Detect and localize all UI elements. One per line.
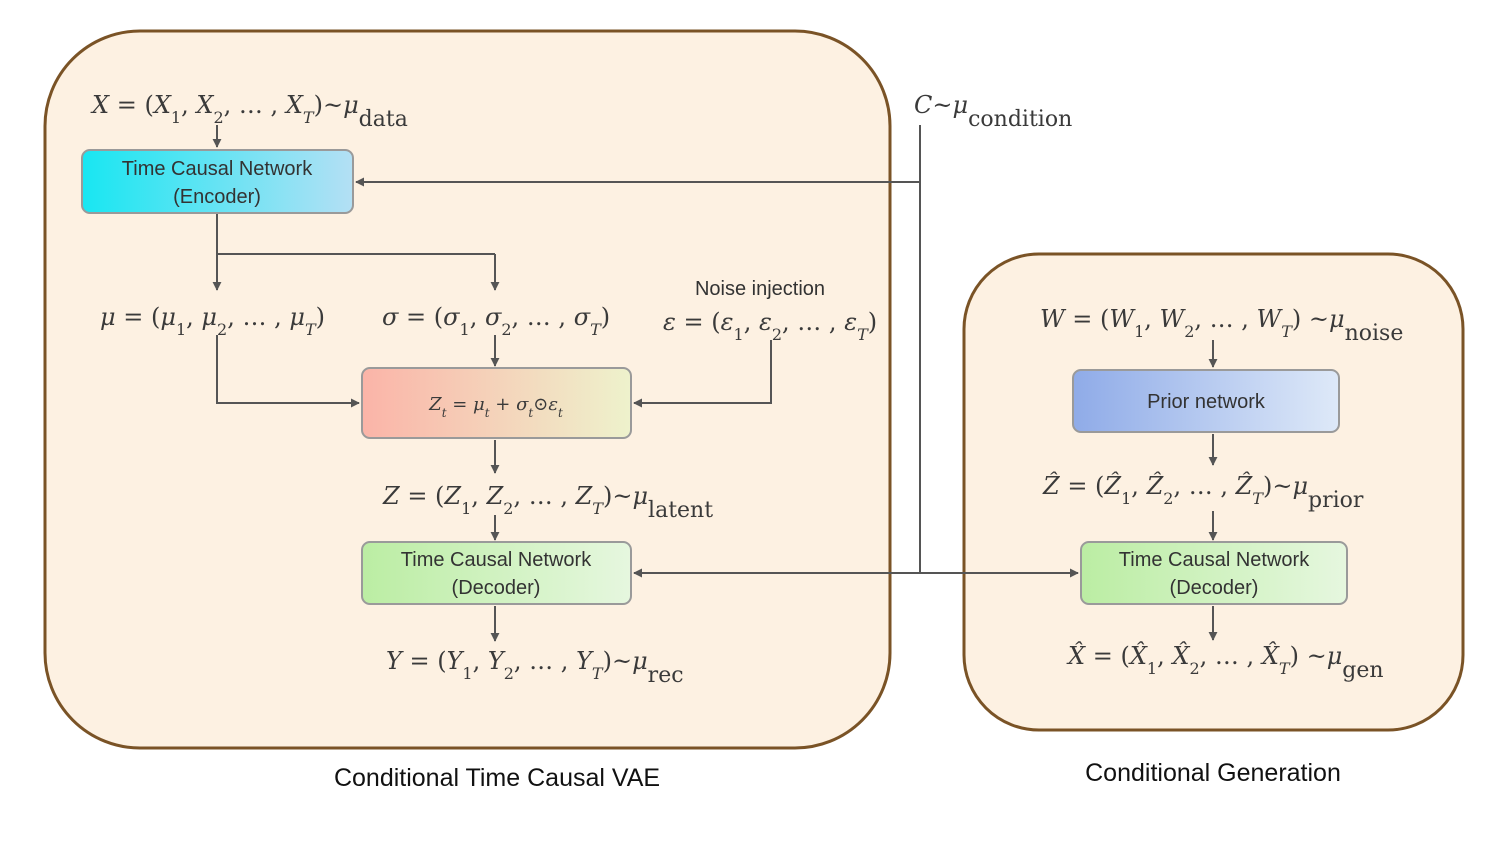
prior-label: Prior network: [1147, 391, 1266, 413]
condition-formula: C~μcondition: [914, 91, 1072, 132]
reparam-node: Zt = μt + σt⊙εt: [361, 367, 632, 439]
generation-caption: Conditional Generation: [1085, 759, 1341, 787]
w-noise-formula: W = (W1, W2, … , WT) ~μnoise: [1040, 305, 1403, 346]
x-data-formula: X = (X1, X2, … , XT)~μdata: [90, 91, 408, 132]
y-rec-formula: Y = (Y1, Y2, … , YT)~μrec: [386, 647, 684, 688]
mu-formula: μ = (μ1, μ2, … , μT): [100, 303, 325, 339]
sigma-formula: σ = (σ1, σ2, … , σT): [382, 303, 610, 339]
xhat-gen-formula: X̂ = (X̂1, X̂2, … , X̂T) ~μgen: [1066, 642, 1384, 683]
reparam-formula: Zt = μt + σt⊙εt: [428, 394, 563, 420]
epsilon-formula: ε = (ε1, ε2, … , εT): [663, 308, 877, 344]
edge-epsilon-to-reparam: [633, 340, 772, 408]
decoder-gen-node: Time Causal Network (Decoder): [1080, 541, 1348, 605]
encoder-box: [81, 149, 354, 214]
encoder-title: Time Causal Network: [122, 158, 313, 180]
z-latent-formula: Z = (Z1, Z2, … , ZT)~μlatent: [382, 482, 713, 523]
zhat-prior-formula: Ẑ = (Ẑ1, Ẑ2, … , ẐT)~μprior: [1042, 471, 1364, 513]
decoder-vae-node: Time Causal Network (Decoder): [361, 541, 632, 605]
decoder-gen-title: Time Causal Network: [1119, 549, 1310, 571]
encoder-subtitle: (Encoder): [173, 186, 261, 208]
encoder-node: Time Causal Network (Encoder): [81, 149, 354, 214]
decoder-vae-title: Time Causal Network: [401, 549, 592, 571]
prior-box: [1072, 369, 1340, 433]
edges: [212, 125, 1218, 642]
noise-injection-label: Noise injection: [695, 278, 825, 300]
prior-node: Prior network: [1072, 369, 1340, 433]
vae-caption: Conditional Time Causal VAE: [334, 764, 660, 792]
decoder-vae-subtitle: (Decoder): [452, 577, 541, 599]
decoder-gen-box: [1080, 541, 1348, 605]
decoder-gen-subtitle: (Decoder): [1170, 577, 1259, 599]
decoder-vae-box: [361, 541, 632, 605]
reparam-box: [361, 367, 632, 439]
edge-mu-to-reparam: [216, 335, 360, 408]
